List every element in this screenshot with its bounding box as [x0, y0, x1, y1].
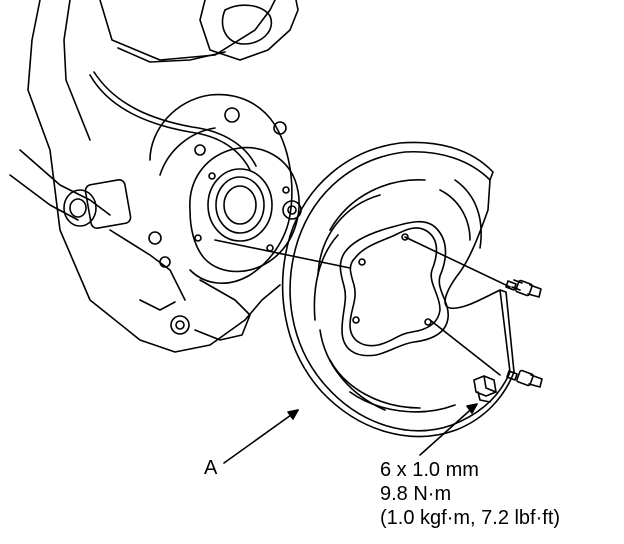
- callout-arrows: [223, 403, 478, 464]
- bolt-loose: [473, 375, 497, 403]
- arrow-a: [223, 409, 299, 464]
- bolts: [473, 279, 543, 403]
- bolt-spec-callout: 6 x 1.0 mm 9.8 N·m (1.0 kgf·m, 7.2 lbf·f…: [380, 458, 560, 530]
- bolt-upper: [505, 279, 542, 298]
- arrow-spec: [419, 403, 478, 456]
- knuckle-assembly: [9, 0, 351, 353]
- splash-shield: [281, 141, 515, 438]
- torque-nm-text: 9.8 N·m: [380, 483, 452, 505]
- label-a: A: [204, 457, 218, 479]
- torque-alt-text: (1.0 kgf·m, 7.2 lbf·ft): [380, 507, 561, 529]
- bolt-size-text: 6 x 1.0 mm: [380, 459, 479, 481]
- bolt-lower-right: [506, 369, 543, 388]
